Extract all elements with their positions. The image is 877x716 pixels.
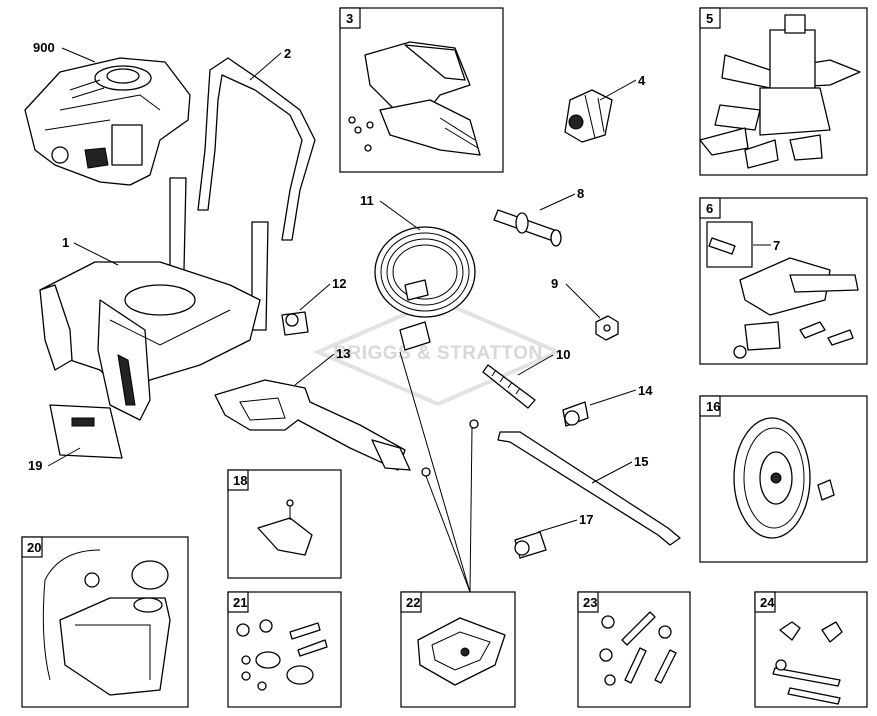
box-pump-5[interactable] bbox=[699, 7, 868, 176]
part-hose-11[interactable] bbox=[374, 226, 476, 351]
brand-watermark: BRIGGS & STRATTON bbox=[312, 297, 564, 407]
part-10[interactable] bbox=[482, 364, 536, 409]
part-wand-15[interactable] bbox=[469, 419, 681, 546]
callout-1: 1 bbox=[62, 235, 69, 250]
callout-13: 13 bbox=[336, 346, 350, 361]
callout-19: 19 bbox=[28, 458, 42, 473]
part-4[interactable] bbox=[564, 89, 613, 143]
part-engine-900[interactable] bbox=[24, 57, 191, 186]
callout-9: 9 bbox=[551, 276, 558, 291]
leader-9 bbox=[565, 283, 601, 319]
box-wheel-16[interactable] bbox=[699, 395, 868, 563]
callout-4: 4 bbox=[638, 73, 646, 88]
part-8[interactable] bbox=[493, 209, 562, 247]
leader-10 bbox=[517, 354, 554, 376]
leader-11 bbox=[379, 200, 421, 231]
box-label-18: 18 bbox=[233, 473, 247, 488]
callout-2: 2 bbox=[284, 46, 291, 61]
box-label-16: 16 bbox=[706, 399, 720, 414]
part-handle-2[interactable] bbox=[197, 57, 316, 241]
leader-8 bbox=[539, 193, 576, 211]
box-label-24: 24 bbox=[760, 595, 775, 610]
leader-900 bbox=[61, 47, 96, 63]
box-label-5: 5 bbox=[706, 11, 713, 26]
part-12[interactable] bbox=[281, 311, 309, 336]
leader-4 bbox=[599, 79, 637, 101]
leader-14 bbox=[589, 389, 637, 406]
callout-14: 14 bbox=[638, 383, 653, 398]
part-plate-19[interactable] bbox=[49, 404, 123, 459]
leader-17 bbox=[537, 519, 578, 533]
box-label-3: 3 bbox=[346, 11, 353, 26]
box-label-20: 20 bbox=[27, 540, 41, 555]
box-label-23: 23 bbox=[583, 595, 597, 610]
box-tank-20[interactable] bbox=[21, 536, 189, 708]
box-label-22: 22 bbox=[406, 595, 420, 610]
callout-10: 10 bbox=[556, 347, 570, 362]
part-9[interactable] bbox=[595, 315, 619, 341]
leader-19 bbox=[47, 447, 81, 467]
leader-2 bbox=[249, 52, 282, 81]
callout-900: 900 bbox=[33, 40, 55, 55]
box-label-21: 21 bbox=[233, 595, 247, 610]
leader-13 bbox=[294, 353, 335, 386]
box-21[interactable] bbox=[227, 591, 342, 708]
callout-17: 17 bbox=[579, 512, 593, 527]
box-kit-3[interactable] bbox=[339, 7, 504, 173]
callout-7: 7 bbox=[773, 238, 780, 253]
callout-8: 8 bbox=[577, 186, 584, 201]
leader-1 bbox=[73, 242, 119, 266]
part-frame-1[interactable] bbox=[39, 177, 269, 421]
box-23[interactable] bbox=[577, 591, 691, 708]
part-spray-gun-13[interactable] bbox=[214, 379, 431, 477]
box-label-6: 6 bbox=[706, 201, 713, 216]
leader-12 bbox=[299, 283, 331, 311]
part-17[interactable] bbox=[514, 531, 547, 559]
callout-15: 15 bbox=[634, 454, 648, 469]
leaders-to-box-22 bbox=[399, 351, 473, 593]
box-22[interactable] bbox=[400, 591, 516, 708]
leader-15 bbox=[591, 461, 633, 484]
part-14[interactable] bbox=[562, 401, 589, 427]
callout-11: 11 bbox=[360, 193, 374, 208]
box-6[interactable] bbox=[699, 197, 868, 365]
box-18[interactable] bbox=[227, 469, 342, 579]
watermark-text: BRIGGS & STRATTON bbox=[333, 343, 542, 364]
box-24[interactable] bbox=[754, 591, 868, 708]
callout-12: 12 bbox=[332, 276, 346, 291]
